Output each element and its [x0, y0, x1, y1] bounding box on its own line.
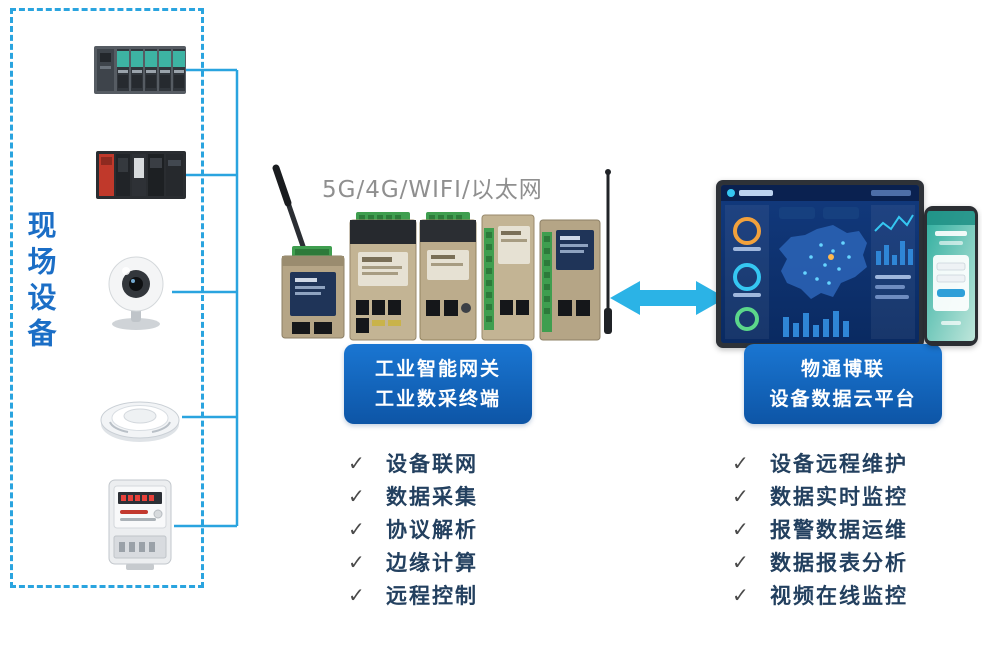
plc-rack-icon — [94, 44, 186, 96]
ip-camera-icon — [98, 250, 174, 332]
feature-label: 数据报表分析 — [770, 550, 908, 575]
check-icon: ✓ — [348, 516, 365, 541]
check-icon: ✓ — [348, 549, 365, 574]
industrial-gateways-icon — [262, 160, 618, 345]
feature-label: 视频在线监控 — [770, 583, 908, 608]
feature-item: ✓ 设备远程维护 — [732, 446, 908, 479]
feature-label: 数据实时监控 — [770, 484, 908, 509]
feature-label: 报警数据运维 — [770, 517, 908, 542]
cloud-title-line2: 设备数据云平台 — [769, 388, 917, 410]
feature-item: ✓ 报警数据运维 — [732, 512, 908, 545]
cloud-platform-title-box: 物通博联 设备数据云平台 — [744, 344, 942, 424]
smoke-detector-icon — [98, 388, 182, 446]
check-icon: ✓ — [348, 483, 365, 508]
check-icon: ✓ — [348, 450, 365, 475]
connectivity-label: 5G/4G/WIFI/以太网 — [322, 177, 543, 203]
check-icon: ✓ — [732, 582, 749, 607]
monitor-screen — [721, 185, 919, 343]
feature-item: ✓ 远程控制 — [348, 578, 478, 611]
feature-label: 数据采集 — [386, 484, 478, 509]
feature-item: ✓ 边缘计算 — [348, 545, 478, 578]
feature-item: ✓ 设备联网 — [348, 446, 478, 479]
feature-label: 远程控制 — [386, 583, 478, 608]
feature-item: ✓ 协议解析 — [348, 512, 478, 545]
check-icon: ✓ — [732, 483, 749, 508]
check-icon: ✓ — [732, 549, 749, 574]
feature-item: ✓ 数据报表分析 — [732, 545, 908, 578]
feature-item: ✓ 视频在线监控 — [732, 578, 908, 611]
cloud-title-line1: 物通博联 — [800, 357, 885, 380]
feature-label: 设备联网 — [386, 451, 478, 476]
feature-label: 边缘计算 — [386, 550, 478, 575]
field-devices-box — [10, 8, 204, 588]
monitor-dashboard-icon — [716, 180, 924, 392]
field-devices-label: 现场设备 — [23, 210, 57, 354]
plc-controller-icon — [96, 148, 186, 202]
energy-meter-icon — [106, 478, 174, 572]
monitor-bezel — [716, 180, 924, 348]
feature-label: 设备远程维护 — [770, 451, 908, 476]
gateway-title-box: 工业智能网关 工业数采终端 — [344, 344, 532, 424]
gateway-title-line1: 工业智能网关 — [374, 357, 501, 380]
gateway-title-line2: 工业数采终端 — [374, 388, 501, 410]
check-icon: ✓ — [732, 450, 749, 475]
phone-app-icon — [924, 206, 978, 346]
feature-item: ✓ 数据实时监控 — [732, 479, 908, 512]
gateway-feature-list: ✓ 设备联网 ✓ 数据采集 ✓ 协议解析 ✓ 边缘计算 ✓ 远程控制 — [348, 446, 478, 611]
bidirectional-arrow-icon — [610, 281, 726, 315]
check-icon: ✓ — [732, 516, 749, 541]
feature-item: ✓ 数据采集 — [348, 479, 478, 512]
check-icon: ✓ — [348, 582, 365, 607]
cloud-feature-list: ✓ 设备远程维护 ✓ 数据实时监控 ✓ 报警数据运维 ✓ 数据报表分析 ✓ 视频在线监控 — [732, 446, 908, 611]
feature-label: 协议解析 — [386, 517, 478, 542]
